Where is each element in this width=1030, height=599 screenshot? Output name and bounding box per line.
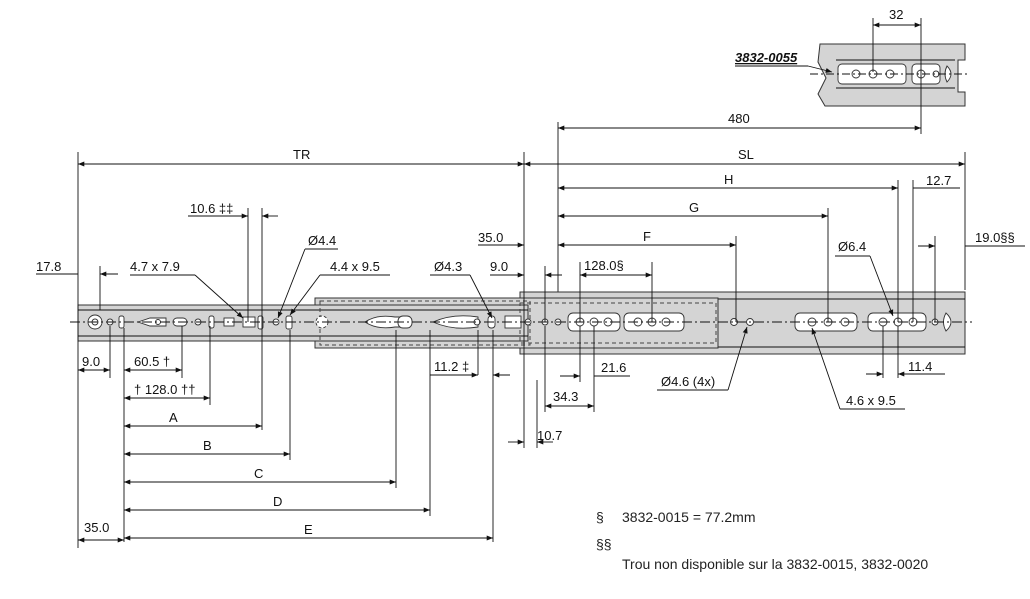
note-text-1: 3832-0015 = 77.2mm [622,509,755,525]
dim-11-4: 11.4 [908,359,932,374]
dim-dia-4-3: Ø4.3 [434,259,462,274]
dim-35-bottom: 35.0 [84,520,109,535]
detail-view [810,43,968,107]
dim-4-4x9-5: 4.4 x 9.5 [330,259,380,274]
dim-35-top: 35.0 [478,230,503,245]
dim-f: F [643,229,651,244]
dim-21-6: 21.6 [601,360,626,375]
dim-17-8: 17.8 [36,259,61,274]
dim-10-6: 10.6 ‡‡ [190,201,233,216]
dim-12-7: 12.7 [926,173,951,188]
dim-c: C [254,466,263,481]
dim-9-left: 9.0 [82,354,100,369]
dim-sl: SL [738,147,754,162]
dim-e: E [304,522,313,537]
dim-32: 32 [889,7,903,22]
dim-19: 19.0§§ [975,230,1015,245]
dim-10-7: 10.7 [537,428,562,443]
dim-g: G [689,200,699,215]
dim-480: 480 [728,111,750,126]
dim-11-2: 11.2 ‡ [434,359,469,374]
dim-4-7x7-9: 4.7 x 7.9 [130,259,180,274]
dim-4-6x9-5: 4.6 x 9.5 [846,393,896,408]
dim-9-top: 9.0 [490,259,508,274]
dim-128-s: 128.0§ [584,258,624,273]
dim-dia-4-4: Ø4.4 [308,233,336,248]
dim-b: B [203,438,212,453]
dim-34-3: 34.3 [553,389,578,404]
dim-h: H [724,172,733,187]
dim-dia-6-4: Ø6.4 [838,239,866,254]
dim-dia-4-6: Ø4.6 (4x) [661,374,715,389]
dim-60-5: 60.5 † [134,354,170,369]
part-number-label: 3832-0055 [735,50,798,65]
dim-a: A [169,410,178,425]
dim-tr: TR [293,147,310,162]
dim-d: D [273,494,282,509]
note-symbol-2: §§ [596,536,612,552]
note-symbol-1: § [596,509,604,525]
dim-128-cc: † 128.0 †† [134,382,195,397]
note-text-2: Trou non disponible sur la 3832-0015, 38… [622,556,928,572]
slide-rails [70,291,972,355]
